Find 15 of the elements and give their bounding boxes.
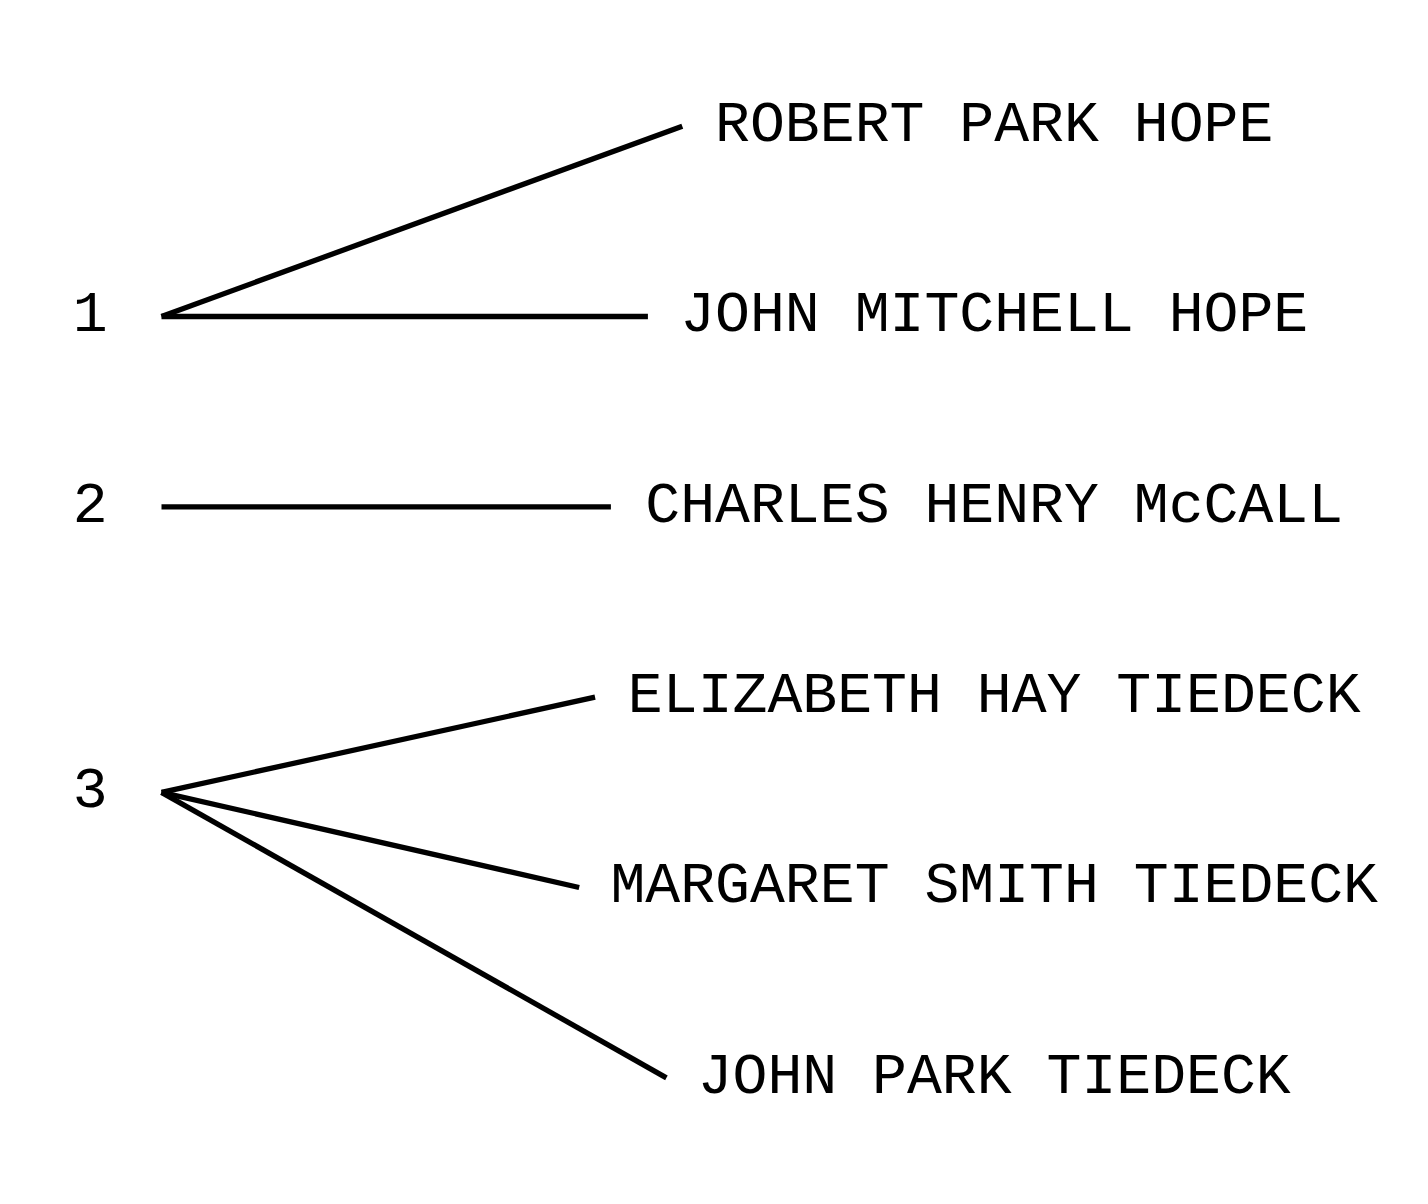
- node-text: 2: [72, 473, 108, 539]
- connector: [160, 123, 684, 319]
- node-text: ROBERT PARK HOPE: [715, 92, 1274, 158]
- node-text: ELIZABETH HAY TIEDECK: [627, 663, 1361, 729]
- node-text: JOHN PARK TIEDECK: [697, 1044, 1291, 1110]
- node-text: MARGARET SMITH TIEDECK: [610, 854, 1379, 920]
- node-text: 1: [72, 283, 108, 349]
- node-text: CHARLES HENRY McCALL: [645, 473, 1344, 539]
- connector: [160, 789, 580, 891]
- node-text: JOHN MITCHELL HOPE: [680, 283, 1309, 349]
- connector: [161, 504, 611, 510]
- connector: [160, 790, 668, 1081]
- connector: [161, 313, 648, 320]
- node-text: 3: [72, 759, 108, 825]
- connector: [160, 694, 596, 795]
